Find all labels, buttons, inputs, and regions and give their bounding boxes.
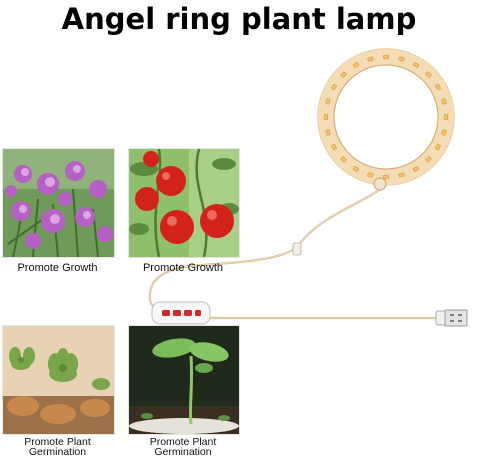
led-bead xyxy=(325,129,331,136)
ring-lamp xyxy=(317,48,455,191)
led-bead xyxy=(325,98,331,105)
led-bead xyxy=(425,71,432,78)
usb-plug xyxy=(435,309,468,327)
led-bead xyxy=(441,129,447,136)
controller-button-2 xyxy=(173,310,181,316)
led-bead xyxy=(425,156,432,163)
photo-caption: Promote Plant Germination xyxy=(128,436,238,458)
photo-tomatoes xyxy=(128,148,240,258)
photo-caption: Promote Plant Germination xyxy=(2,436,113,458)
photo-caption: Promote Growth xyxy=(142,262,224,274)
led-bead xyxy=(398,56,405,62)
led-bead xyxy=(367,172,374,178)
photo-succulent xyxy=(2,325,115,435)
controller-button-4 xyxy=(195,310,201,316)
led-bead xyxy=(383,54,389,60)
led-bead xyxy=(340,156,347,163)
inline-controller xyxy=(151,301,211,325)
led-bead xyxy=(412,166,420,172)
caption-line: Promote Plant xyxy=(149,436,217,448)
led-bead xyxy=(331,83,337,91)
caption-line: Germination xyxy=(28,446,87,458)
product-title: Angel ring plant lamp xyxy=(61,2,417,36)
controller-button-3 xyxy=(184,310,192,316)
led-bead xyxy=(331,143,337,151)
led-bead xyxy=(383,174,389,180)
photo-purple-flowers xyxy=(2,148,115,258)
led-bead xyxy=(412,62,420,68)
photo-caption: Promote Growth xyxy=(17,262,98,274)
led-bead xyxy=(435,143,441,151)
cable-clip xyxy=(292,242,302,256)
caption-line: Germination xyxy=(154,446,212,458)
led-bead xyxy=(435,83,441,91)
led-bead xyxy=(367,56,374,62)
caption-line: Promote Plant xyxy=(24,436,91,448)
controller-button-1 xyxy=(162,310,170,316)
led-bead xyxy=(443,114,449,120)
photo-seedling xyxy=(128,325,240,435)
led-bead xyxy=(340,71,347,78)
led-bead xyxy=(352,166,360,172)
led-bead xyxy=(323,114,329,120)
led-bead xyxy=(441,98,447,105)
led-bead xyxy=(398,172,405,178)
led-bead xyxy=(352,62,360,68)
